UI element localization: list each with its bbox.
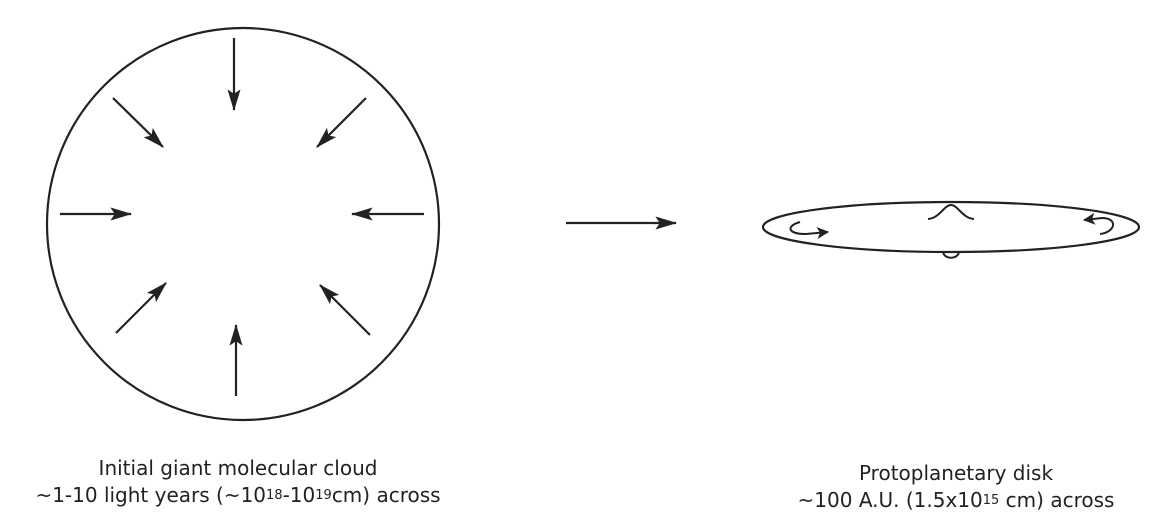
- cloud-caption: Initial giant molecular cloud ~1-10 ligh…: [0, 455, 476, 509]
- central-bulge-top: [928, 205, 974, 219]
- disk-exponent: 15: [983, 493, 1000, 508]
- disk-size: ~100 A.U. (1.5x1015 cm) across: [756, 487, 1156, 514]
- inward-arrow-icon-top-left: [113, 98, 163, 147]
- disk-size-suffix: cm) across: [999, 488, 1114, 512]
- cloud-size-prefix: ~1-10 light years (~10: [35, 483, 266, 507]
- molecular-cloud-circle: [47, 28, 439, 420]
- inward-arrow-icon-bottom-right: [320, 285, 370, 335]
- protoplanetary-disk: [763, 202, 1139, 258]
- cloud-size-dash: -10: [283, 483, 316, 507]
- collapse-arrows: [60, 38, 424, 396]
- cloud-size-suffix: cm) across: [332, 483, 441, 507]
- cloud-title: Initial giant molecular cloud: [0, 455, 476, 482]
- curved-arrow-icon-left: [790, 222, 828, 234]
- disk-caption: Protoplanetary disk ~100 A.U. (1.5x1015 …: [756, 460, 1156, 514]
- cloud-size: ~1-10 light years (~1018-1019cm) across: [0, 482, 476, 509]
- cloud-exponent-2: 19: [315, 488, 332, 503]
- disk-ellipse: [763, 202, 1139, 252]
- disk-size-prefix: ~100 A.U. (1.5x10: [798, 488, 983, 512]
- inward-arrow-icon-top-right: [317, 98, 366, 147]
- inward-arrow-icon-bottom-left: [116, 283, 166, 333]
- cloud-exponent-1: 18: [266, 488, 283, 503]
- curved-arrow-icon-right: [1084, 218, 1113, 234]
- disk-title: Protoplanetary disk: [756, 460, 1156, 487]
